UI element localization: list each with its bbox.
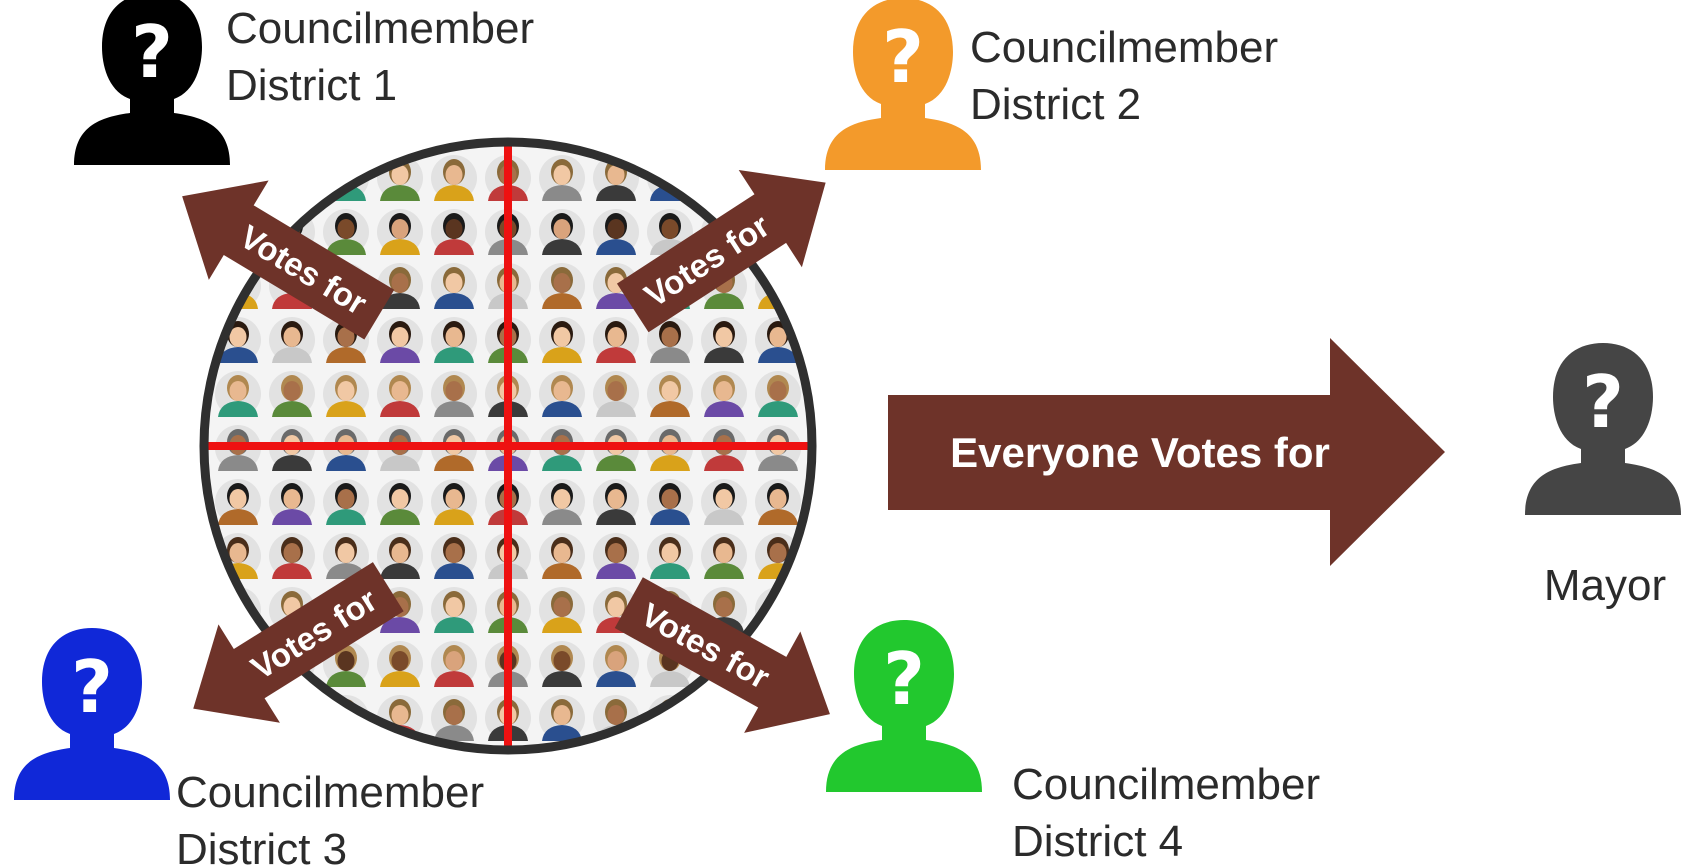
voter-face [269, 479, 315, 525]
question-mark-icon: ? [1582, 360, 1624, 444]
district-name: District 4 [1012, 817, 1184, 866]
voter-face [431, 641, 477, 687]
voter-face [647, 479, 693, 525]
voter-face [539, 587, 585, 633]
voter-face [269, 371, 315, 417]
voter-face [593, 479, 639, 525]
voter-face [539, 263, 585, 309]
voter-face [323, 641, 369, 687]
councilmember-district-1-label: Councilmember District 1 [226, 0, 534, 114]
voter-face [431, 587, 477, 633]
voter-face [431, 263, 477, 309]
voter-face [539, 209, 585, 255]
voter-face [431, 533, 477, 579]
voter-face [539, 641, 585, 687]
voter-face [593, 371, 639, 417]
voter-face [593, 209, 639, 255]
person-silhouette [1525, 343, 1681, 515]
voter-face [377, 641, 423, 687]
voter-face [323, 479, 369, 525]
voter-face [539, 479, 585, 525]
question-mark-icon: ? [131, 10, 173, 94]
person-silhouette [826, 620, 982, 792]
voter-face [431, 371, 477, 417]
person-silhouette [14, 628, 170, 800]
voter-face [215, 371, 261, 417]
voter-face [755, 371, 801, 417]
district-name: District 1 [226, 61, 398, 110]
voter-face [593, 641, 639, 687]
person-silhouette [74, 0, 230, 165]
voter-face [323, 371, 369, 417]
question-mark-icon: ? [882, 15, 924, 99]
voter-face [647, 317, 693, 363]
voter-face [539, 155, 585, 201]
voter-face [431, 209, 477, 255]
district-name: District 2 [970, 80, 1142, 129]
voter-face [539, 371, 585, 417]
voter-face [269, 533, 315, 579]
voter-face [431, 695, 477, 741]
voter-face [215, 479, 261, 525]
crowd-circle-border [199, 137, 817, 755]
voter-face [269, 317, 315, 363]
voter-face [323, 533, 369, 579]
everyone-votes-for-label: Everyone Votes for [950, 429, 1330, 476]
councilmember-district-1-icon: ? [74, 0, 230, 165]
councilmember-district-4-label: Councilmember District 4 [1012, 756, 1320, 868]
voter-face [377, 533, 423, 579]
voter-face [701, 479, 747, 525]
person-silhouette [825, 0, 981, 170]
councilmember-title: Councilmember [176, 768, 485, 817]
councilmember-title: Councilmember [970, 23, 1279, 72]
voter-face [377, 317, 423, 363]
voter-face [755, 479, 801, 525]
councilmember-district-2-icon: ? [825, 0, 981, 170]
councilmember-title: Councilmember [226, 4, 535, 53]
voter-face [431, 479, 477, 525]
voter-face [323, 209, 369, 255]
councilmember-district-2-label: Councilmember District 2 [970, 19, 1278, 133]
voter-face [377, 209, 423, 255]
district-name: District 3 [176, 825, 348, 868]
question-mark-icon: ? [71, 645, 113, 729]
mayor-label: Mayor [1543, 561, 1667, 610]
voter-face [647, 533, 693, 579]
mayor-icon: ? [1525, 343, 1681, 515]
voter-face [593, 533, 639, 579]
voter-face [539, 533, 585, 579]
voter-face [431, 317, 477, 363]
voter-face [377, 371, 423, 417]
voter-face [431, 155, 477, 201]
voter-face [593, 317, 639, 363]
councilmember-district-3-icon: ? [14, 628, 170, 800]
voter-face [539, 695, 585, 741]
voter-face [377, 479, 423, 525]
councilmember-district-3-label: Councilmember District 3 [176, 764, 484, 868]
councilmember-district-4-icon: ? [826, 620, 982, 792]
everyone-votes-for-arrow: Everyone Votes for [888, 338, 1445, 566]
question-mark-icon: ? [883, 637, 925, 721]
voter-face [539, 317, 585, 363]
voter-face [701, 317, 747, 363]
voter-face [701, 371, 747, 417]
voter-face [647, 371, 693, 417]
councilmember-title: Councilmember [1012, 760, 1321, 809]
voter-face [701, 533, 747, 579]
